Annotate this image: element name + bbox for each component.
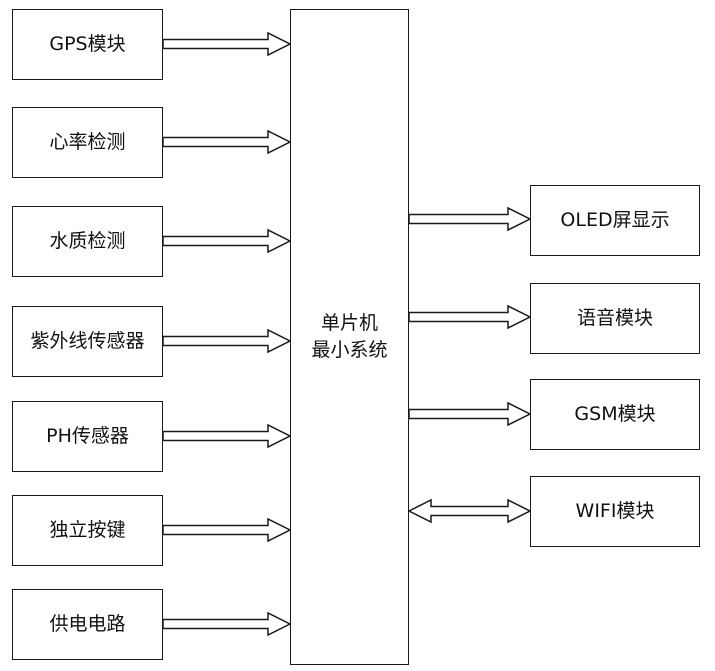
module-heart-rate-label: 心率检测 bbox=[49, 131, 126, 154]
module-buttons-label: 独立按键 bbox=[49, 519, 126, 542]
module-gps: GPS模块 bbox=[12, 9, 163, 80]
module-ph-sensor: PH传感器 bbox=[12, 401, 163, 472]
arrow-mcu-to-oled bbox=[408, 206, 532, 232]
module-gps-label: GPS模块 bbox=[49, 33, 126, 56]
module-water-quality: 水质检测 bbox=[12, 206, 163, 277]
module-gsm-label: GSM模块 bbox=[574, 403, 656, 426]
mcu-label-line1: 单片机 bbox=[320, 312, 378, 335]
module-gsm: GSM模块 bbox=[530, 379, 700, 450]
arrow-uv-sensor-to-mcu bbox=[162, 328, 292, 354]
module-wifi-label: WIFI模块 bbox=[575, 500, 655, 523]
mcu-label-line2: 最小系统 bbox=[311, 339, 388, 361]
arrow-mcu-wifi-bidirectional bbox=[407, 498, 532, 524]
module-power-circuit: 供电电路 bbox=[12, 589, 163, 660]
module-power-circuit-label: 供电电路 bbox=[49, 613, 126, 636]
module-voice-label: 语音模块 bbox=[576, 307, 653, 330]
module-oled-display: OLED屏显示 bbox=[530, 185, 700, 256]
module-buttons: 独立按键 bbox=[12, 495, 163, 566]
module-uv-sensor-label: 紫外线传感器 bbox=[30, 330, 145, 353]
module-wifi: WIFI模块 bbox=[530, 476, 700, 547]
arrow-heart-rate-to-mcu bbox=[162, 129, 292, 155]
module-water-quality-label: 水质检测 bbox=[49, 230, 126, 253]
mcu-minimum-system: 单片机 最小系统 bbox=[290, 9, 409, 665]
arrow-power-to-mcu bbox=[162, 611, 292, 637]
arrow-mcu-to-gsm bbox=[408, 401, 532, 427]
module-ph-sensor-label: PH传感器 bbox=[46, 425, 129, 448]
module-oled-display-label: OLED屏显示 bbox=[560, 209, 670, 232]
arrow-ph-sensor-to-mcu bbox=[162, 423, 292, 449]
arrow-mcu-to-voice bbox=[408, 304, 532, 330]
module-uv-sensor: 紫外线传感器 bbox=[12, 306, 163, 377]
module-heart-rate: 心率检测 bbox=[12, 107, 163, 178]
arrow-gps-to-mcu bbox=[162, 31, 292, 57]
arrow-water-quality-to-mcu bbox=[162, 228, 292, 254]
arrow-buttons-to-mcu bbox=[162, 517, 292, 543]
module-voice: 语音模块 bbox=[530, 283, 700, 354]
